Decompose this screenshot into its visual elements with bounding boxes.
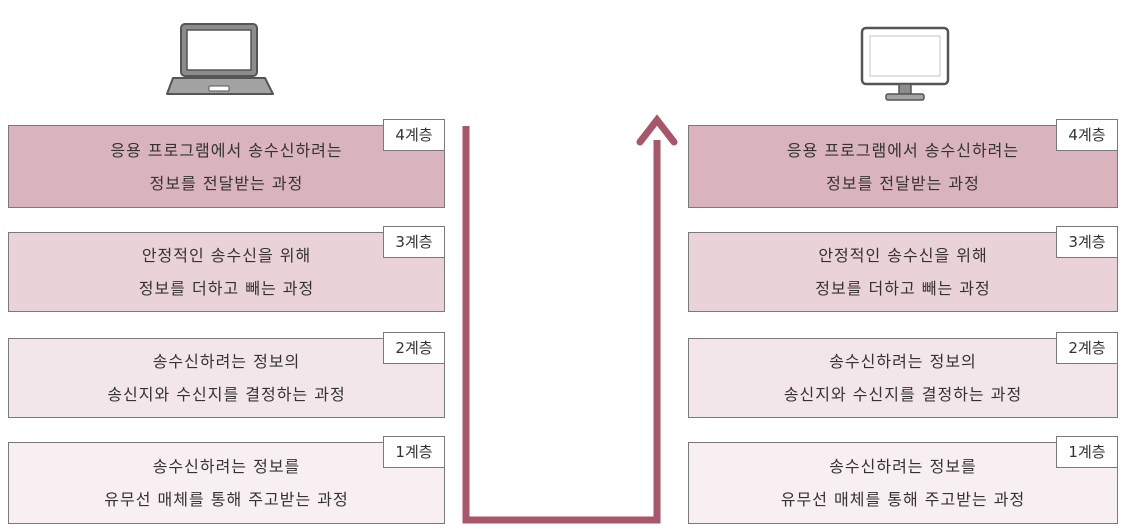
layer-line-2: 정보를 더하고 빼는 과정 xyxy=(138,279,315,298)
layer-line-1: 응용 프로그램에서 송수신하려는 xyxy=(110,140,343,160)
layer-tag: 1계층 xyxy=(383,436,445,468)
laptop-icon xyxy=(166,23,274,95)
left-layer-3: 안정적인 송수신을 위해 정보를 더하고 빼는 과정 3계층 xyxy=(8,226,445,312)
layer-line-2: 송신지와 수신지를 결정하는 과정 xyxy=(107,385,346,404)
right-layer-2: 송수신하려는 정보의 송신지와 수신지를 결정하는 과정 2계층 xyxy=(688,332,1118,418)
left-layer-4: 응용 프로그램에서 송수신하려는 정보를 전달받는 과정 4계층 xyxy=(8,119,445,208)
layer-line-2: 정보를 전달받는 과정 xyxy=(149,173,304,193)
layer-line-2: 정보를 전달받는 과정 xyxy=(826,173,980,193)
layer-line-2: 유무선 매체를 통해 주고받는 과정 xyxy=(780,490,1026,509)
layer-line-2: 유무선 매체를 통해 주고받는 과정 xyxy=(104,490,349,509)
left-layer-2: 송수신하려는 정보의 송신지와 수신지를 결정하는 과정 2계층 xyxy=(8,332,445,418)
layer-line-2: 송신지와 수신지를 결정하는 과정 xyxy=(783,385,1023,404)
layer-tag: 3계층 xyxy=(383,226,445,258)
layer-line-1: 응용 프로그램에서 송수신하려는 xyxy=(786,140,1020,160)
layer-line-1: 안정적인 송수신을 위해 xyxy=(141,246,312,265)
layer-line-1: 송수신하려는 정보의 xyxy=(829,352,977,371)
right-layer-3: 안정적인 송수신을 위해 정보를 더하고 빼는 과정 3계층 xyxy=(688,226,1118,312)
layer-tag: 1계층 xyxy=(1056,436,1118,468)
right-layer-4: 응용 프로그램에서 송수신하려는 정보를 전달받는 과정 4계층 xyxy=(688,119,1118,208)
layer-tag: 2계층 xyxy=(383,332,445,364)
layer-tag: 2계층 xyxy=(1056,332,1118,364)
layer-line-1: 송수신하려는 정보를 xyxy=(829,457,977,476)
layer-tag: 4계층 xyxy=(1056,119,1118,151)
layer-line-2: 정보를 더하고 빼는 과정 xyxy=(815,279,991,298)
layer-line-1: 송수신하려는 정보의 xyxy=(152,352,301,371)
layer-line-1: 송수신하려는 정보를 xyxy=(152,457,301,476)
right-layer-1: 송수신하려는 정보를 유무선 매체를 통해 주고받는 과정 1계층 xyxy=(688,436,1118,524)
left-layer-1: 송수신하려는 정보를 유무선 매체를 통해 주고받는 과정 1계층 xyxy=(8,436,445,524)
monitor-icon xyxy=(860,26,950,101)
layer-tag: 3계층 xyxy=(1056,226,1118,258)
layer-line-1: 안정적인 송수신을 위해 xyxy=(818,246,988,265)
layer-tag: 4계층 xyxy=(383,119,445,151)
